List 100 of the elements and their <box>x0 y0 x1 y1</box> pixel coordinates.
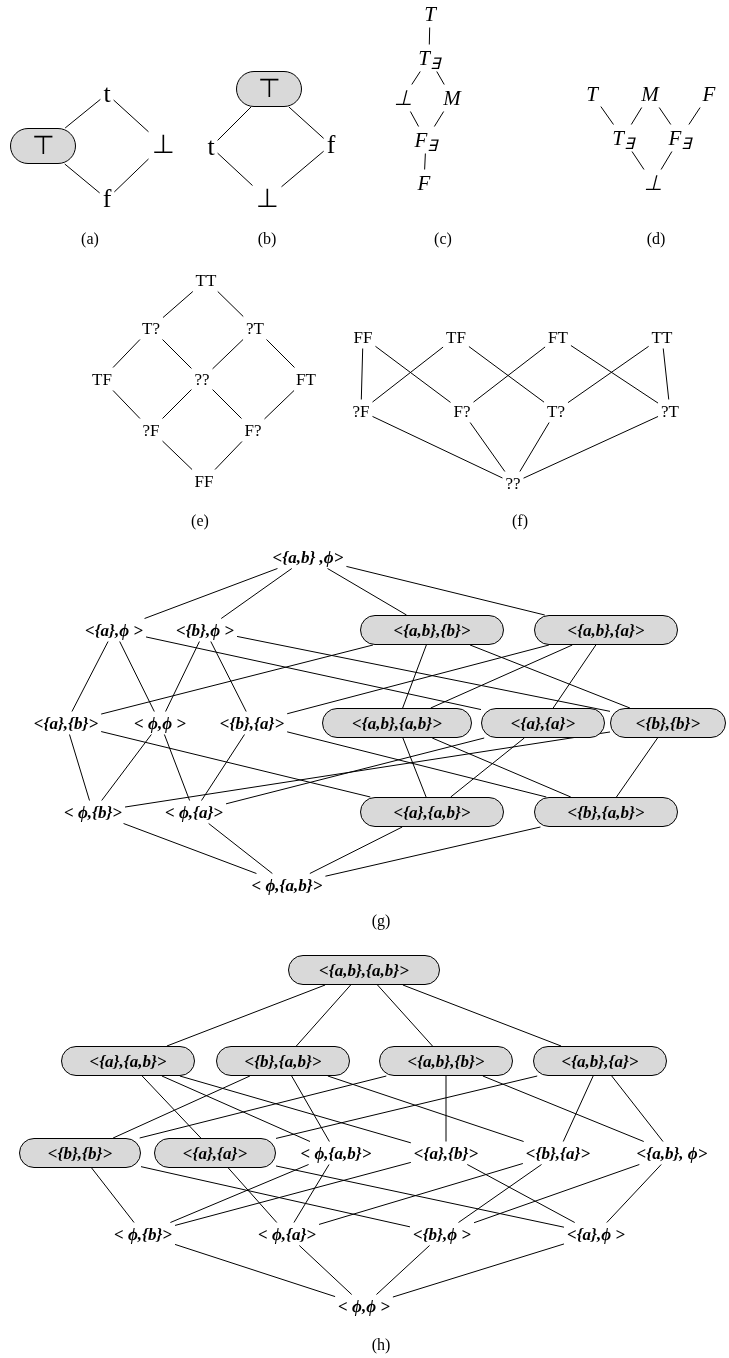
lattice-element: F$_{∃}$ <box>414 129 438 151</box>
connector-line <box>163 734 191 801</box>
connector-line <box>220 568 293 619</box>
lattice-element: ⊥ <box>255 186 279 212</box>
connector-line <box>631 151 645 170</box>
subfigure-caption: (h) <box>371 1337 391 1353</box>
connector-line <box>162 339 192 369</box>
connector-line <box>100 644 374 715</box>
connector-line <box>286 644 550 715</box>
subfigure-caption: (a) <box>81 231 99 247</box>
connector-line <box>562 1075 594 1142</box>
connector-line <box>411 71 421 85</box>
lattice-element: <{b},ϕ > <box>412 1225 472 1243</box>
lattice-element: t <box>103 81 111 107</box>
connector-line <box>162 389 192 419</box>
connector-line <box>227 1167 278 1223</box>
lattice-element: <{a},{b}> <box>33 714 99 732</box>
connector-line <box>523 416 659 479</box>
connector-line <box>660 151 673 170</box>
connector-line <box>162 291 194 319</box>
connector-line <box>264 390 295 420</box>
lattice-element: TT <box>195 271 217 289</box>
connector-line <box>309 826 403 874</box>
highlighted-element: <{a,b},{b}> <box>360 615 504 645</box>
subfigure-caption: (c) <box>434 231 452 247</box>
connector-line <box>450 737 525 798</box>
lattice-element: ?F <box>352 402 370 420</box>
connector-line <box>298 1245 353 1295</box>
connector-line <box>166 984 326 1047</box>
connector-line <box>662 348 670 400</box>
connector-line <box>291 1075 330 1142</box>
lattice-element: F <box>702 83 716 105</box>
connector-line <box>286 731 547 798</box>
lattice-element: ?? <box>505 474 521 492</box>
lattice-element: TT <box>651 328 673 346</box>
connector-line <box>402 644 427 709</box>
lattice-element: T <box>424 3 436 25</box>
connector-line <box>606 1164 662 1223</box>
connector-line <box>428 27 431 45</box>
connector-line <box>169 1164 310 1223</box>
connector-line <box>100 731 371 798</box>
connector-line <box>293 1164 330 1223</box>
connector-line <box>466 1164 576 1223</box>
connector-line <box>375 1245 431 1295</box>
lattice-element: TF <box>92 370 112 388</box>
connector-line <box>214 441 243 470</box>
lattice-element: <{a,b}, ϕ> <box>636 1144 708 1162</box>
connector-line <box>174 1161 412 1226</box>
lattice-element: <{a,b} ,ϕ> <box>272 548 344 566</box>
connector-line <box>145 636 482 711</box>
connector-line <box>112 390 141 419</box>
connector-line <box>658 107 672 125</box>
connector-line <box>611 1075 664 1142</box>
connector-line <box>113 158 149 193</box>
lattice-element: < ϕ,{a}> <box>164 803 224 821</box>
subfigure-caption: (f) <box>512 513 528 529</box>
connector-line <box>457 1164 543 1223</box>
connector-line <box>688 107 701 125</box>
connector-line <box>141 1075 202 1139</box>
lattice-element: < ϕ,ϕ > <box>134 714 186 732</box>
highlighted-element: <{a,b},{a}> <box>533 1046 667 1076</box>
highlighted-element: <{a,b},{a,b}> <box>288 955 440 985</box>
connector-line <box>295 984 352 1047</box>
subfigure-caption: (b) <box>257 231 277 247</box>
connector-line <box>71 641 109 712</box>
connector-line <box>210 641 247 712</box>
lattice-element: ?T <box>661 402 679 420</box>
lattice-element: FF <box>194 472 214 490</box>
lattice-element: <{b},{a}> <box>219 714 285 732</box>
lattice-element: < ϕ,{b}> <box>113 1225 173 1243</box>
connector-line <box>165 641 200 712</box>
connector-line <box>473 1164 640 1224</box>
connector-line <box>377 984 433 1047</box>
connector-line <box>123 823 257 874</box>
lattice-element: <{a},ϕ > <box>566 1225 626 1243</box>
connector-line <box>124 731 611 808</box>
lattice-element: <{a},ϕ > <box>84 621 144 639</box>
connector-line <box>140 1166 411 1228</box>
lattice-element: T <box>586 83 598 105</box>
connector-line <box>212 389 242 419</box>
connector-line <box>275 1165 565 1228</box>
lattice-element: FF <box>353 328 373 346</box>
lattice-element: < ϕ,{a,b}> <box>251 876 323 894</box>
lattice-element: f <box>326 132 336 158</box>
connector-line <box>600 106 614 125</box>
connector-line <box>208 823 273 874</box>
connector-line <box>402 984 562 1047</box>
connector-line <box>402 737 427 798</box>
lattice-element: < ϕ,{a}> <box>257 1225 317 1243</box>
connector-line <box>281 150 325 188</box>
connector-line <box>433 111 445 127</box>
lattice-element: F <box>417 172 431 194</box>
subfigure-caption: (d) <box>646 231 666 247</box>
connector-line <box>162 440 193 470</box>
connector-line <box>69 734 90 801</box>
connector-line <box>174 1243 336 1298</box>
connector-line <box>469 422 506 472</box>
lattice-element: F? <box>453 402 471 420</box>
lattice-element: ⊥ <box>151 132 175 158</box>
connector-line <box>469 644 631 709</box>
